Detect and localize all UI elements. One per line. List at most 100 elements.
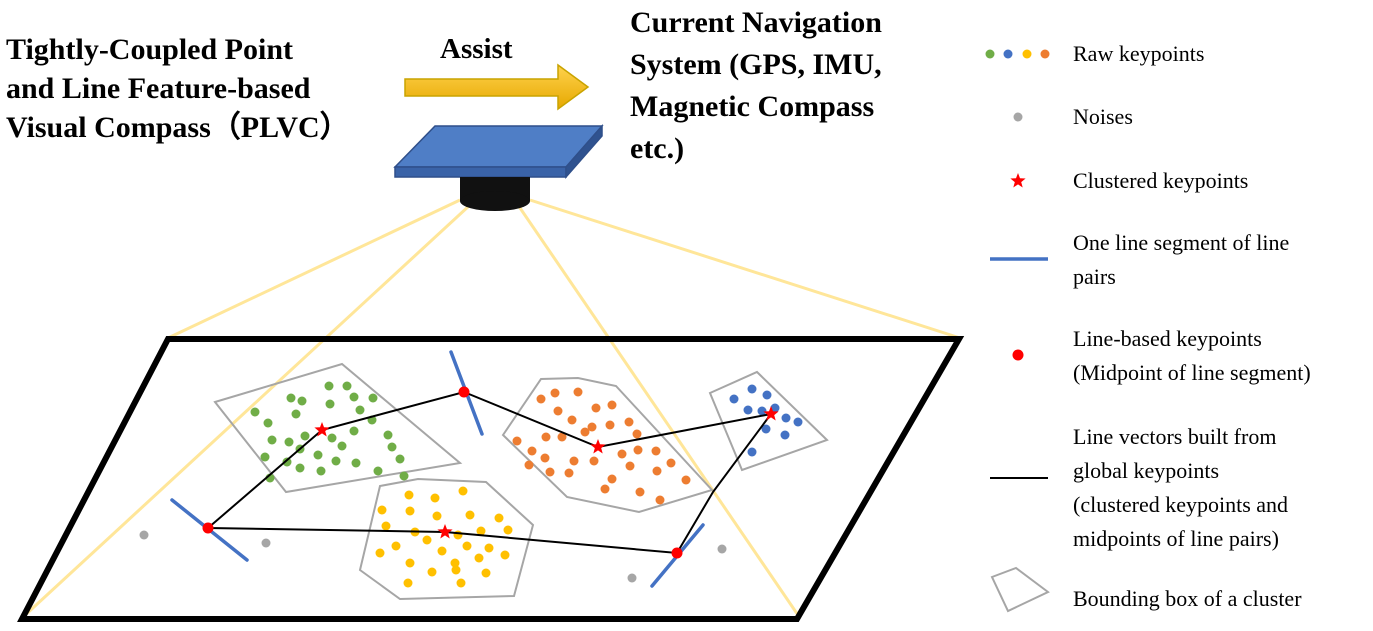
noise-points (139, 530, 727, 583)
line-based-keypoint-icon (1012, 349, 1024, 361)
orange-keypoint (635, 487, 645, 497)
orange-keypoint (651, 446, 661, 456)
yellow-keypoint (430, 493, 440, 503)
green-keypoint (373, 466, 383, 476)
noise-keypoint (261, 538, 271, 548)
orange-keypoint (524, 460, 534, 470)
orange-keypoint (681, 475, 691, 485)
yellow-keypoint (427, 567, 437, 577)
yellow-keypoint (405, 506, 415, 516)
blue-keypoint (770, 403, 780, 413)
orange-keypoint (624, 417, 634, 427)
legend-label: Line-based keypoints (1073, 326, 1262, 351)
plvc-title: Tightly-Coupled Point and Line Feature-b… (6, 30, 350, 147)
noise-keypoint (717, 544, 727, 554)
orange-keypoint (607, 474, 617, 484)
view-line-left-outer (167, 198, 461, 340)
line-based-keypoint (458, 386, 470, 398)
clustered-keypoint (763, 406, 779, 421)
assist-arrow (404, 63, 590, 111)
yellow-keypoint (377, 505, 387, 515)
orange-keypoint (589, 456, 599, 466)
orange-keypoint (567, 415, 577, 425)
assist-label: Assist (440, 33, 513, 65)
green-keypoint (295, 463, 305, 473)
green-keypoint (355, 405, 365, 415)
yellow-keypoint (462, 541, 472, 551)
orange-keypoint (655, 495, 665, 505)
green-keypoint (327, 433, 337, 443)
green-keypoint (349, 392, 359, 402)
yellow-keypoint (453, 530, 463, 540)
clustered-keypoint (437, 524, 453, 539)
legend-label: pairs (1073, 264, 1116, 289)
yellow-keypoint (450, 558, 460, 568)
orange-keypoint (557, 432, 567, 442)
legend-noises: Noises (1073, 100, 1133, 134)
blue-keypoint (780, 430, 790, 440)
orange-keypoint (605, 420, 615, 430)
yellow-keypoint (494, 513, 504, 523)
yellow-keypoint (391, 541, 401, 551)
orange-keypoint (633, 445, 643, 455)
blue-keypoint (747, 384, 757, 394)
legend-line-based-keypoints: Line-based keypoints (Midpoint of line s… (1073, 322, 1311, 390)
orange-keypoint (587, 422, 597, 432)
yellow-keypoint (405, 558, 415, 568)
yellow-keypoint (456, 578, 466, 588)
orange-keypoint (666, 458, 676, 468)
yellow-keypoint (437, 546, 447, 556)
blue-keypoint (781, 413, 791, 423)
green-keypoint (387, 442, 397, 452)
yellow-keypoint (503, 525, 513, 535)
clustered-keypoint (314, 422, 330, 437)
navigation-system-title: Current Navigation System (GPS, IMU, Mag… (630, 2, 882, 170)
line-based-keypoint (202, 522, 214, 534)
clustered-keypoints (314, 406, 779, 539)
legend-label: Clustered keypoints (1073, 168, 1249, 193)
yellow-keypoint (422, 535, 432, 545)
green-keypoint (337, 441, 347, 451)
yellow-keypoint (484, 543, 494, 553)
camera-view-lines (20, 198, 961, 620)
blue-keypoint (743, 405, 753, 415)
green-keypoint (286, 393, 296, 403)
orange-raw-keypoints (512, 387, 691, 505)
nav-title-line: Magnetic Compass (630, 90, 875, 123)
blue-keypoint (757, 406, 767, 416)
green-keypoint (260, 452, 270, 462)
camera-lens-bottom (460, 191, 530, 211)
orange-keypoint (573, 387, 583, 397)
legend-label: (clustered keypoints and (1073, 492, 1289, 517)
noise-icon (1013, 112, 1023, 122)
green-keypoint (324, 381, 334, 391)
green-keypoint (263, 418, 273, 428)
line-segments (170, 350, 705, 588)
noise-keypoint (139, 530, 149, 540)
raw-keypoints-icon (985, 49, 1050, 59)
yellow-keypoint (476, 526, 486, 536)
star-icon (1010, 173, 1026, 188)
bounding-box-orange (501, 376, 714, 514)
orange-keypoint (536, 394, 546, 404)
orange-keypoint (540, 453, 550, 463)
plvc-title-line: and Line Feature-based (6, 72, 311, 105)
legend-label: Line vectors built from (1073, 424, 1277, 449)
orange-keypoint (564, 468, 574, 478)
bounding-box-blue (708, 370, 829, 472)
line-based-keypoint (671, 547, 683, 559)
green-keypoint (368, 393, 378, 403)
yellow-keypoint (432, 511, 442, 521)
legend-label: One line segment of line (1073, 230, 1290, 255)
clustered-keypoint-icon (1010, 173, 1026, 188)
yellow-keypoint (375, 548, 385, 558)
orange-keypoint (527, 446, 537, 456)
orange-keypoint (632, 429, 642, 439)
yellow-keypoint (500, 550, 510, 560)
blue-keypoint (761, 424, 771, 434)
orange-keypoint (617, 449, 627, 459)
orange-keypoint (569, 456, 579, 466)
view-line-right-inner (516, 204, 802, 619)
orange-keypoint (553, 406, 563, 416)
legend-line-vectors: Line vectors built from global keypoints… (1073, 420, 1288, 556)
